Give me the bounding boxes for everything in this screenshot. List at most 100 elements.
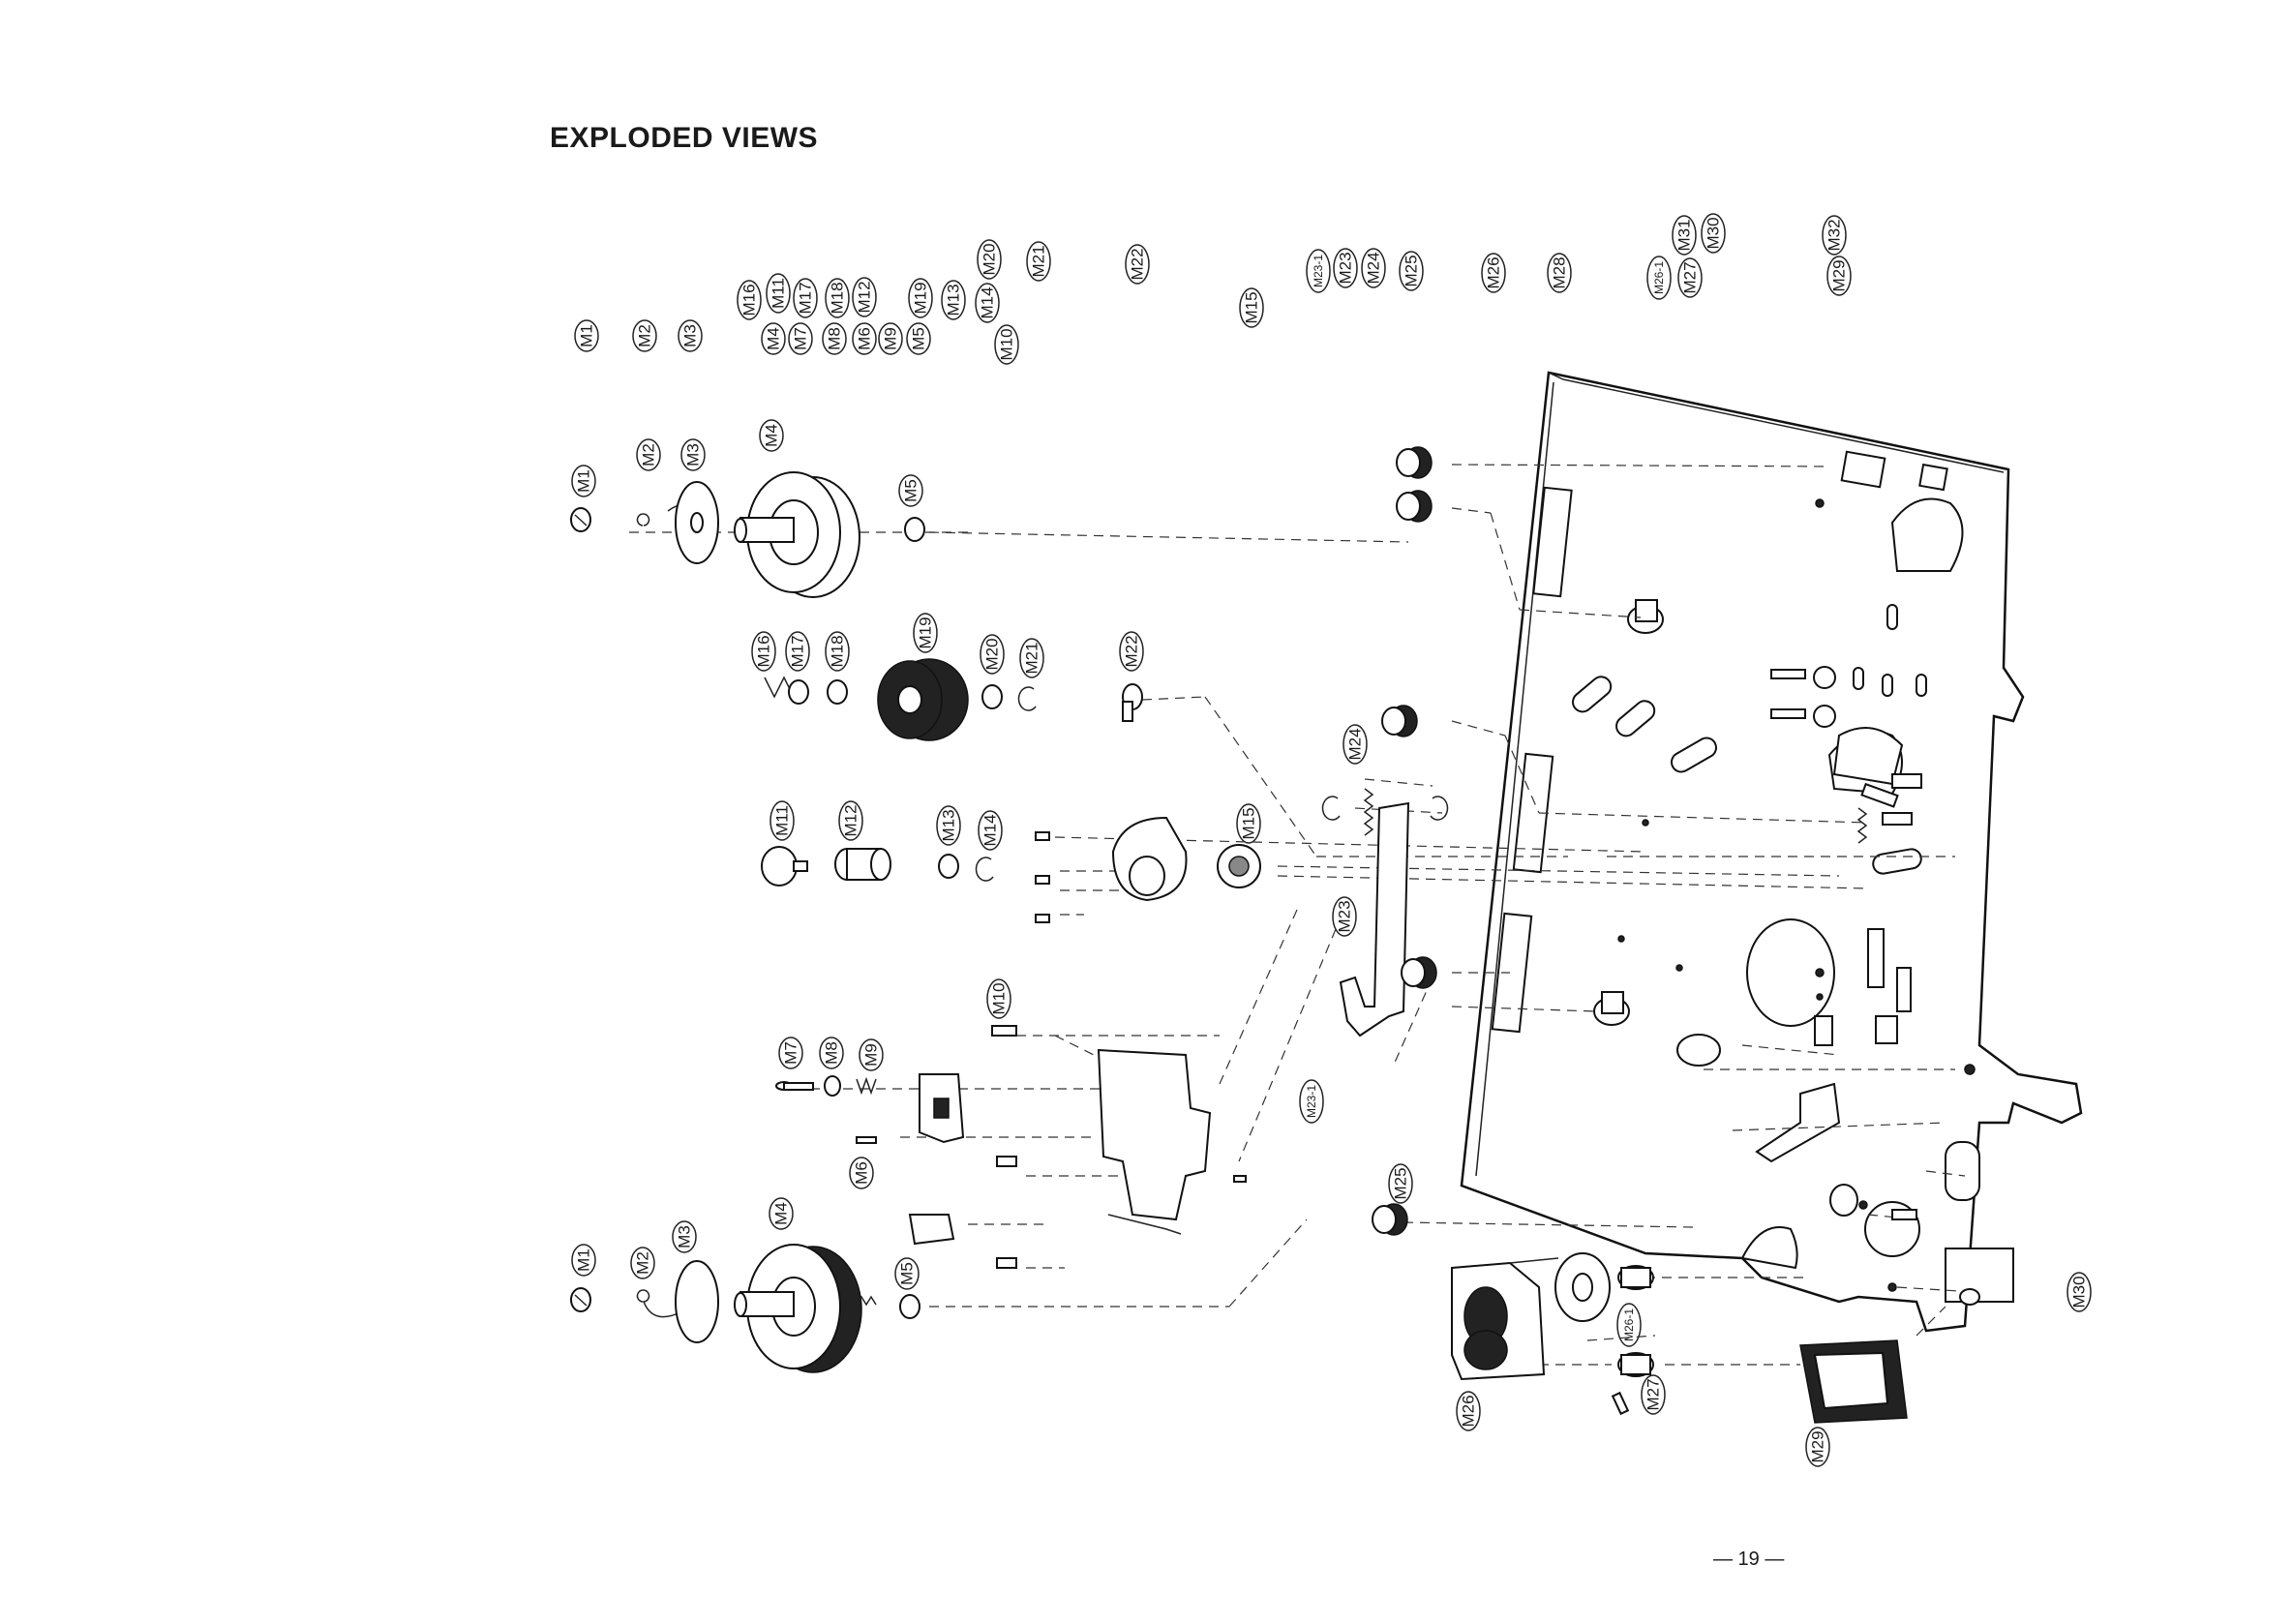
part-label-m26: M26 [1481,253,1506,293]
part-label-m23: M23 [1333,248,1358,288]
label-oval [1299,1079,1324,1124]
label-oval [1236,803,1261,844]
label-text: M5 [910,327,928,350]
part-label-m29: M29 [1805,1427,1830,1467]
label-text: M31 [1675,219,1694,251]
label-oval [1641,1374,1666,1415]
label-oval [672,1220,697,1253]
label-text: M6 [853,1161,871,1185]
label-oval [1119,631,1144,672]
part-label-m10: M10 [994,324,1019,365]
label-text: M5 [902,479,920,502]
label-text: M19 [917,617,935,648]
label-text: M26 [1460,1395,1478,1427]
label-text: M12 [856,281,874,313]
label-text: M24 [1365,252,1383,284]
part-label-m12: M12 [838,800,863,841]
part-label-m27: M27 [1677,257,1703,298]
label-oval [571,1244,596,1277]
label-text: M12 [842,804,860,836]
part-label-m20: M20 [980,634,1005,675]
part-label-m30: M30 [1701,213,1726,254]
page-number: — 19 — [1713,1549,1785,1570]
label-oval [630,1247,655,1279]
part-label-m25: M25 [1399,251,1424,291]
label-oval [852,277,877,317]
label-text: M30 [1705,217,1723,249]
label-text: M5 [898,1262,917,1285]
part-label-m6: M6 [849,1157,874,1189]
part-label-m15: M15 [1236,803,1261,844]
part-label-m31: M31 [1672,215,1697,256]
label-oval [849,1157,874,1189]
label-oval [1332,896,1357,937]
label-oval [678,319,703,352]
part-label-m9: M9 [878,322,903,355]
label-oval [1481,253,1506,293]
part-label-m4: M4 [761,322,786,355]
label-oval [1019,638,1044,678]
label-oval [906,322,931,355]
label-text: M20 [981,243,999,275]
label-text: M13 [940,809,958,841]
part-label-m6: M6 [852,322,877,355]
label-text: M14 [981,814,1000,846]
label-text: M4 [763,424,781,447]
label-text: M25 [1392,1167,1410,1199]
label-text: M9 [882,327,900,350]
part-label-m3: M3 [672,1220,697,1253]
label-oval [1672,215,1697,256]
label-oval [1805,1427,1830,1467]
part-label-m22: M22 [1119,631,1144,672]
part-label-m1: M1 [571,1244,596,1277]
part-label-m15: M15 [1239,287,1264,328]
label-text: M18 [829,635,847,667]
part-label-m21: M21 [1026,241,1051,282]
label-oval [759,419,784,452]
label-oval [941,280,966,320]
label-oval [761,322,786,355]
part-label-m13: M13 [936,805,961,846]
part-label-m27: M27 [1641,1374,1666,1415]
label-oval [859,1038,884,1071]
part-label-m2: M2 [630,1247,655,1279]
part-label-m8: M8 [819,1037,844,1069]
part-label-m1: M1 [571,465,596,497]
label-oval [785,631,810,672]
part-label-m2: M2 [636,438,661,471]
part-label-m11: M11 [766,273,791,314]
label-text: M3 [684,443,703,466]
part-label-m7: M7 [788,322,813,355]
label-text: M15 [1243,291,1261,323]
part-label-m20: M20 [977,239,1002,280]
label-text: M11 [773,805,792,836]
motor-assembly [1372,1184,1980,1424]
label-oval [1306,249,1331,293]
part-label-m16: M16 [751,631,776,672]
label-oval [878,322,903,355]
label-text: M22 [1123,635,1141,667]
part-label-m18: M18 [825,631,850,672]
part-label-m13: M13 [941,280,966,320]
label-text: M4 [765,327,783,350]
label-oval [822,322,847,355]
label-text: M3 [681,324,700,347]
label-oval [838,800,863,841]
label-oval [1343,724,1368,765]
label-text: M7 [782,1041,800,1065]
label-oval [769,1197,794,1230]
label-oval [769,800,795,841]
label-text: M15 [1240,807,1258,839]
label-oval [571,465,596,497]
part-label-m16: M16 [737,280,762,320]
part-label-m11: M11 [769,800,795,841]
lever-assembly [1321,705,1449,1038]
label-text: M18 [829,282,847,314]
part-label-m14: M14 [978,810,1003,851]
part-label-m8: M8 [822,322,847,355]
label-oval [1125,244,1150,285]
reel-assembly-bottom [570,1244,920,1373]
label-text: M14 [979,286,997,318]
part-label-m32: M32 [1822,215,1847,256]
